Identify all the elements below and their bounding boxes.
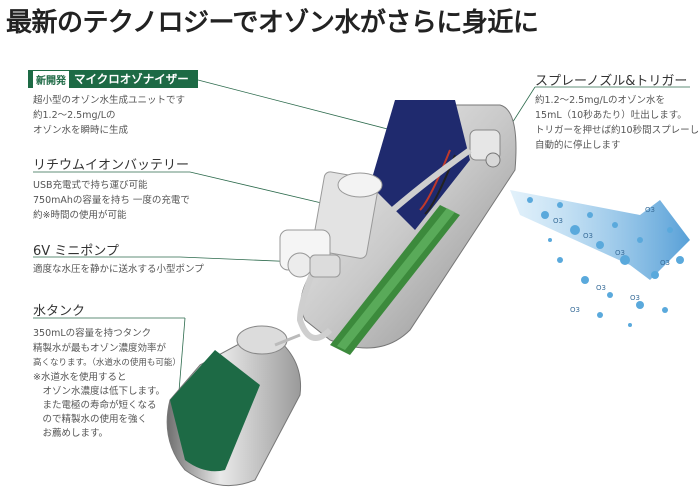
- o3-label: O3: [553, 217, 563, 225]
- pump-line: 適度な水圧を静かに送水する小型ポンプ: [33, 264, 204, 275]
- o3-label: O3: [583, 232, 593, 240]
- nozzle-line: 約1.2～2.5mg/Lのオゾン水を: [535, 95, 665, 106]
- ozonizer-description: 超小型のオゾン水生成ユニットです 約1.2～2.5mg/Lの オゾン水を瞬時に生…: [33, 93, 185, 138]
- ozonizer-line: 超小型のオゾン水生成ユニットです: [33, 95, 186, 106]
- o3-label: O3: [630, 294, 640, 302]
- tank-note-line: お薦めします。: [33, 428, 109, 439]
- nozzle-line: トリガーを押せば約10秒間スプレーし: [535, 125, 700, 136]
- tank-note-line: ※水道水を使用すると: [33, 372, 127, 383]
- ozonizer-heading-bar: 新開発 マイクロオゾナイザー: [28, 70, 198, 88]
- battery-line: 約※時間の使用が可能: [33, 210, 127, 221]
- nozzle-line: 自動的に停止します: [535, 140, 621, 151]
- tank-heading: 水タンク: [33, 304, 86, 319]
- ozone-mist-spray: [510, 190, 690, 327]
- tank-line: 高くなります。（水道水の使用も可能）: [33, 358, 181, 368]
- tank-line: 350mLの容量を持つタンク: [33, 328, 152, 339]
- pump-description: 適度な水圧を静かに送水する小型ポンプ: [33, 262, 204, 277]
- tank-description: 350mLの容量を持つタンク 精製水が最もオゾン濃度効率が 高くなります。（水道…: [33, 326, 181, 371]
- ozonizer-line: オゾン水を瞬時に生成: [33, 125, 129, 136]
- o3-label: O3: [615, 249, 625, 257]
- battery-line: 750mAhの容量を持ち 一度の充電で: [33, 195, 190, 206]
- tank-heading-block: 水タンク: [33, 300, 85, 319]
- pump-heading: 6V ミニポンプ: [33, 244, 119, 259]
- nozzle-line: 15mL（10秒あたり）吐出します。: [535, 110, 687, 121]
- battery-description: USB充電式で持ち運び可能 750mAhの容量を持ち 一度の充電で 約※時間の使…: [33, 178, 190, 223]
- new-badge: 新開発: [33, 70, 69, 88]
- battery-line: USB充電式で持ち運び可能: [33, 180, 148, 191]
- battery-heading-block: リチウムイオンバッテリー: [33, 154, 189, 173]
- ozonizer-line: 約1.2～2.5mg/Lの: [33, 110, 116, 121]
- battery-heading: リチウムイオンバッテリー: [33, 158, 190, 173]
- tank-note-line: また電極の寿命が短くなる: [33, 400, 157, 411]
- nozzle-description: 約1.2～2.5mg/Lのオゾン水を 15mL（10秒あたり）吐出します。 トリ…: [535, 93, 699, 153]
- nozzle-heading: スプレーノズル&トリガー: [535, 74, 688, 89]
- o3-label: O3: [570, 306, 580, 314]
- water-tank: [166, 325, 302, 487]
- nozzle-heading-block: スプレーノズル&トリガー: [535, 70, 687, 89]
- o3-label: O3: [660, 259, 670, 267]
- ozonizer-heading: マイクロオゾナイザー: [74, 72, 189, 86]
- page-title: 最新のテクノロジーでオゾン水がさらに身近に: [6, 8, 539, 38]
- tank-note: ※水道水を使用すると オゾン水濃度は低下します。 また電極の寿命が短くなる ので…: [33, 371, 165, 441]
- pump-heading-block: 6V ミニポンプ: [33, 240, 119, 259]
- tank-note-line: オゾン水濃度は低下します。: [33, 386, 166, 397]
- o3-label: O3: [645, 206, 655, 214]
- tank-line: 精製水が最もオゾン濃度効率が: [33, 343, 167, 354]
- o3-labels: O3 O3 O3 O3 O3 O3 O3 O3: [553, 206, 670, 314]
- o3-label: O3: [596, 284, 606, 292]
- mini-pump: [279, 229, 341, 278]
- tank-note-line: ので精製水の使用を強く: [33, 414, 148, 425]
